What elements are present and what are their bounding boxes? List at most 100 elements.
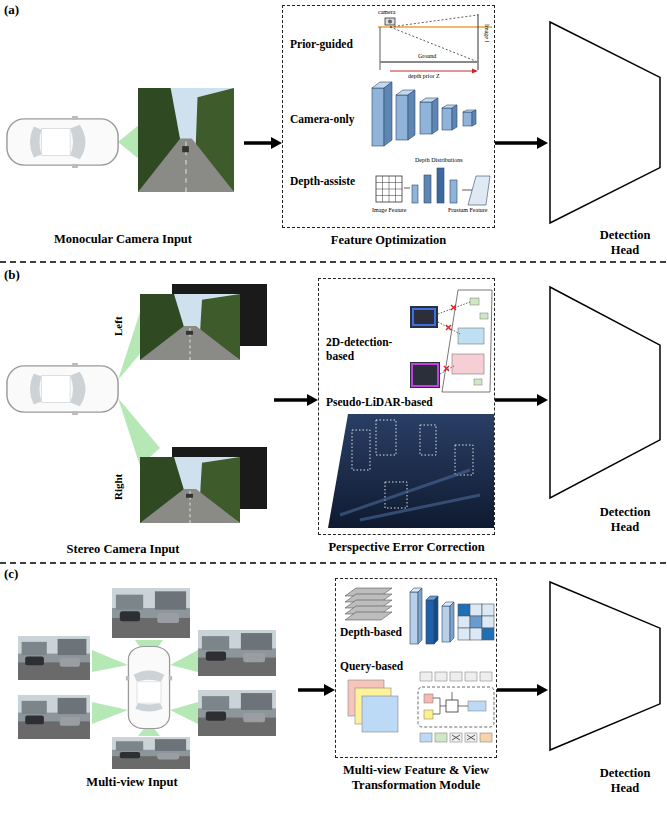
multiview-input-picture (198, 690, 276, 736)
prior-guided-sketch (388, 20, 392, 24)
query-based-sketch (420, 672, 432, 681)
detection-head: Detection Head (548, 285, 662, 557)
depth-based-sketch (482, 616, 494, 628)
depth-assisted-sketch (404, 188, 410, 189)
monocular-input-picture (118, 124, 140, 160)
prior-guided-sketch (378, 14, 492, 74)
cnn-blocks (396, 95, 408, 140)
cnn-blocks (372, 82, 476, 146)
flow-arrow (244, 137, 282, 149)
method-label: Depth-assiste (290, 175, 375, 189)
caption-label: Perspective Error Correction (304, 540, 509, 555)
arrow-shaft (495, 398, 539, 402)
method-label: Prior-guided (290, 38, 375, 52)
monocular-input-picture (7, 88, 234, 192)
monocular-input-picture (7, 116, 118, 168)
trapezoid-shape (548, 580, 662, 752)
pseudo-lidar-sketch (328, 414, 494, 528)
cnn-blocks (372, 88, 384, 146)
trapezoid-shape (548, 285, 662, 500)
query-based-sketch (435, 733, 447, 742)
trapezoid-outline (550, 22, 660, 223)
cnn-blocks (420, 102, 432, 134)
cnn-blocks (442, 108, 452, 130)
multiview-input-picture (170, 702, 198, 724)
query-based-sketch (424, 694, 433, 703)
module-box: Depth-basedQuery-basedMulti-view Feature… (335, 578, 497, 808)
multiview-input-picture (18, 588, 276, 769)
prior-guided-sketch (390, 27, 478, 62)
depth-assisted-sketch (468, 176, 490, 205)
depth-assisted-sketch (424, 175, 431, 203)
sketch-annotation: camera (378, 9, 395, 16)
multiview-input-picture (112, 588, 190, 638)
flow-arrow (274, 394, 318, 406)
arrow-shaft (274, 398, 309, 402)
depth-based-sketch (470, 628, 482, 640)
query-based-sketch (420, 672, 492, 681)
sketch-annotation: Image Feature (372, 207, 406, 214)
caption-label: Multi-view Feature & View Transformation… (315, 763, 517, 793)
input-group: Multi-view Input (2, 585, 298, 795)
multiview-input-picture (18, 636, 90, 680)
multiview-input-picture (92, 650, 128, 672)
2d-detection-sketch (480, 313, 488, 319)
depth-based-sketch (470, 604, 482, 616)
depth-based-sketch (442, 606, 450, 642)
pseudo-lidar-sketch (352, 420, 473, 508)
sketch-annotation: Image I (483, 24, 490, 43)
depth-based-sketch (426, 600, 434, 644)
multiview-input-picture (18, 695, 90, 739)
depth-based-sketch (470, 616, 482, 628)
depth-assisted-sketch (450, 180, 457, 203)
input-group: Stereo Camera Input (2, 280, 274, 560)
stereo-input-picture (140, 457, 240, 523)
depth-based-sketch (450, 602, 454, 642)
depth-assisted-sketch (412, 185, 418, 203)
method-label: Pseudo-LiDAR-based (326, 396, 476, 410)
multiview-input-picture (198, 630, 276, 676)
query-based-sketch (480, 672, 492, 681)
query-based-sketch (480, 733, 492, 742)
2d-detection-sketch (412, 364, 438, 386)
pseudo-lidar-sketch (376, 420, 396, 455)
depth-based-sketch (434, 596, 438, 644)
caption-label: Monocular Camera Input (2, 232, 244, 247)
arrow-head (537, 137, 548, 149)
sketch-annotation: Frustum Feature (448, 207, 488, 214)
query-based-sketch (418, 687, 494, 727)
flow-arrow (495, 137, 548, 149)
module-box: 2D-detection-basedPseudo-LiDAR-basedPers… (318, 278, 495, 560)
sketch-annotation: Depth Distributions (415, 157, 463, 164)
query-based-sketch (348, 672, 494, 742)
query-based-sketch (465, 672, 477, 681)
depth-assisted-sketch (376, 176, 402, 202)
depth-based-sketch (345, 588, 392, 620)
multiview-input-picture (126, 646, 172, 728)
depth-based-sketch (482, 604, 494, 616)
flow-arrow (495, 394, 548, 406)
2d-detection-sketch (442, 290, 492, 392)
multiview-input-picture (170, 650, 198, 672)
query-based-sketch (452, 735, 475, 740)
pseudo-lidar-sketch (352, 430, 370, 470)
depth-based-sketch (458, 604, 470, 616)
module-box: Prior-guidedCamera-onlyDepth-assisteFeat… (282, 5, 495, 250)
cnn-blocks (384, 82, 392, 146)
2d-detection-sketch (410, 362, 440, 388)
depth-based-sketch (410, 592, 418, 644)
caption-label: Detection Head (588, 505, 662, 535)
2d-detection-sketch (474, 379, 482, 385)
input-group: Monocular Camera Input (2, 60, 244, 255)
method-label: 2D-detection-based (326, 336, 408, 364)
panel-label: Left (112, 316, 125, 336)
stereo-input-picture (118, 398, 160, 466)
stereo-input-picture (7, 363, 118, 415)
stereo-input-picture (140, 294, 240, 360)
query-based-sketch (446, 700, 458, 712)
depth-based-sketch (458, 604, 494, 640)
query-based-sketch (424, 710, 433, 719)
sketch-annotation: Ground (418, 53, 436, 60)
depth-assisted-sketch (376, 176, 402, 202)
sketch-annotation: depth prior Z (408, 73, 440, 80)
